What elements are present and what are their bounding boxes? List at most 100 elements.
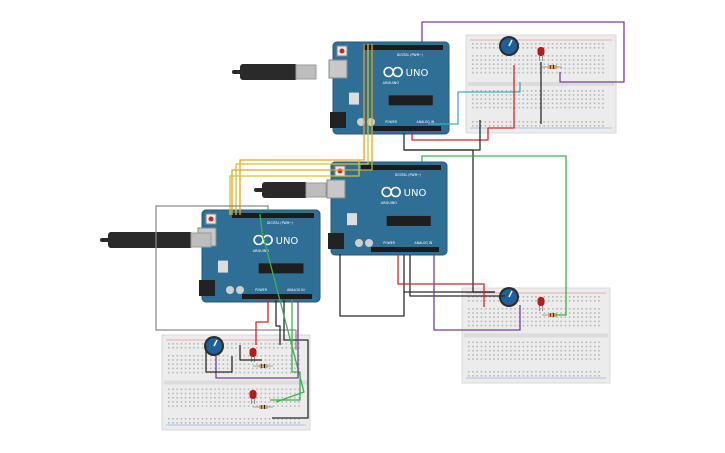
analog-pins-label: ANALOG IN [417, 120, 435, 124]
usb-port [326, 179, 346, 199]
digital-pins-label: DIGITAL (PWM~) [397, 53, 423, 57]
usb-cable-top[interactable] [232, 64, 317, 80]
capacitor [367, 118, 375, 126]
resistor-icon [548, 65, 557, 69]
power-pins-label: POWER [255, 288, 268, 292]
power-analog-header [371, 247, 439, 252]
analog-pins-label: ANALOG IN [287, 288, 305, 292]
jumper-wires [155, 21, 625, 419]
wire-red-left[interactable] [255, 300, 269, 345]
resistor-band [550, 65, 551, 69]
reset-button-cap[interactable] [337, 168, 343, 174]
resistor-band [261, 405, 262, 409]
crystal [347, 213, 357, 226]
wire-green-right[interactable] [421, 155, 567, 316]
wire-orange-1[interactable] [239, 44, 365, 215]
wire-purple-bottom-right[interactable] [433, 255, 521, 331]
arduino-uno-top[interactable]: UNO ARDUINO DIGITAL (PWM~) POWER ANALOG IN [328, 41, 450, 135]
wire-black-middle[interactable] [403, 255, 495, 293]
power-analog-header [373, 126, 441, 131]
usb-port [328, 59, 348, 79]
led-icon [537, 47, 545, 56]
wire-red-middle[interactable] [397, 255, 485, 307]
center-channel [464, 333, 608, 338]
arduino-uno-left[interactable]: UNO ARDUINO DIGITAL (PWM~) POWER ANALOG IN [197, 209, 321, 303]
wire-black-left[interactable] [275, 300, 281, 345]
resistor-band [553, 65, 554, 69]
knob-indicator [508, 39, 513, 47]
arduino-logo-icon [262, 234, 273, 246]
resistor-band [264, 364, 265, 368]
wire-cyan[interactable] [428, 82, 521, 125]
resistor-top-right[interactable] [542, 65, 562, 69]
usb-cable-left[interactable] [100, 232, 212, 248]
digital-header [363, 45, 443, 50]
wire-black-led-left[interactable] [239, 345, 262, 361]
board-brand-label: ARDUINO [381, 201, 398, 205]
usb-cables [100, 64, 327, 248]
usb-cable-middle[interactable] [254, 182, 327, 198]
digital-header [361, 165, 441, 170]
arduino-logo-icon [392, 66, 403, 78]
digital-pins-label: DIGITAL (PWM~) [267, 221, 293, 225]
knob-indicator [508, 290, 513, 298]
crystal [349, 92, 359, 105]
board-brand-label: ARDUINO [253, 249, 270, 253]
wire-black-middle-2[interactable] [409, 255, 505, 297]
center-channel [164, 380, 308, 385]
wire-gray-loop[interactable] [155, 205, 297, 350]
power-pins-label: POWER [385, 120, 398, 124]
crystal [218, 260, 228, 273]
usb-plug-tail [254, 188, 264, 192]
reset-button-cap[interactable] [339, 48, 345, 54]
wire-black-pot-left[interactable] [205, 346, 233, 373]
led-bottom-left-lower[interactable] [249, 390, 257, 404]
breadboard-bottom-right[interactable] [461, 287, 611, 384]
capacitor [355, 239, 363, 247]
resistor-bottom-left-lower[interactable] [253, 405, 273, 409]
breadboards [161, 34, 617, 431]
usb-connector [295, 64, 317, 80]
usb-cable-body [240, 64, 298, 80]
power-jack [330, 112, 346, 128]
potentiometer-bottom-left[interactable] [204, 336, 224, 356]
potentiometer-top-right[interactable] [499, 36, 519, 56]
wire-black-left-outer[interactable] [272, 300, 309, 419]
breadboard-bottom-left[interactable] [161, 334, 311, 431]
wire-orange-2[interactable] [231, 44, 373, 215]
wire-green-left-diag[interactable] [259, 213, 305, 403]
usb-plug-tail [100, 238, 110, 242]
resistor-band [550, 313, 551, 317]
led-top-right[interactable] [537, 47, 545, 61]
board-model-label: UNO [276, 236, 299, 247]
capacitor [226, 286, 234, 294]
wire-yellow-1[interactable] [235, 44, 369, 215]
wire-purple-left[interactable] [215, 300, 299, 379]
power-jack [199, 280, 215, 296]
capacitor [236, 286, 244, 294]
wire-black-left-link[interactable] [339, 254, 405, 317]
resistor-band [264, 405, 265, 409]
board-model-label: UNO [406, 68, 429, 79]
usb-plug-tail [232, 70, 242, 74]
breadboard-holes [468, 296, 600, 377]
usb-connector [305, 182, 327, 198]
digital-pins-label: DIGITAL (PWM~) [395, 173, 421, 177]
wire-red-top[interactable] [411, 65, 515, 141]
reset-button-cap[interactable] [208, 216, 214, 222]
microcontroller-chip [386, 215, 431, 226]
wire-purple-top[interactable] [421, 21, 625, 83]
board-brand-label: ARDUINO [383, 81, 400, 85]
resistor-bottom-left-upper[interactable] [253, 364, 273, 368]
led-icon [249, 390, 257, 399]
potentiometer-bottom-right[interactable] [499, 287, 519, 307]
resistor-icon [259, 364, 268, 368]
analog-pins-label: ANALOG IN [415, 241, 433, 245]
resistor-band [553, 313, 554, 317]
resistor-band [261, 364, 262, 368]
usb-cable-body [262, 182, 308, 198]
led-bottom-right[interactable] [537, 297, 545, 311]
wire-yellow-2[interactable] [229, 160, 360, 215]
